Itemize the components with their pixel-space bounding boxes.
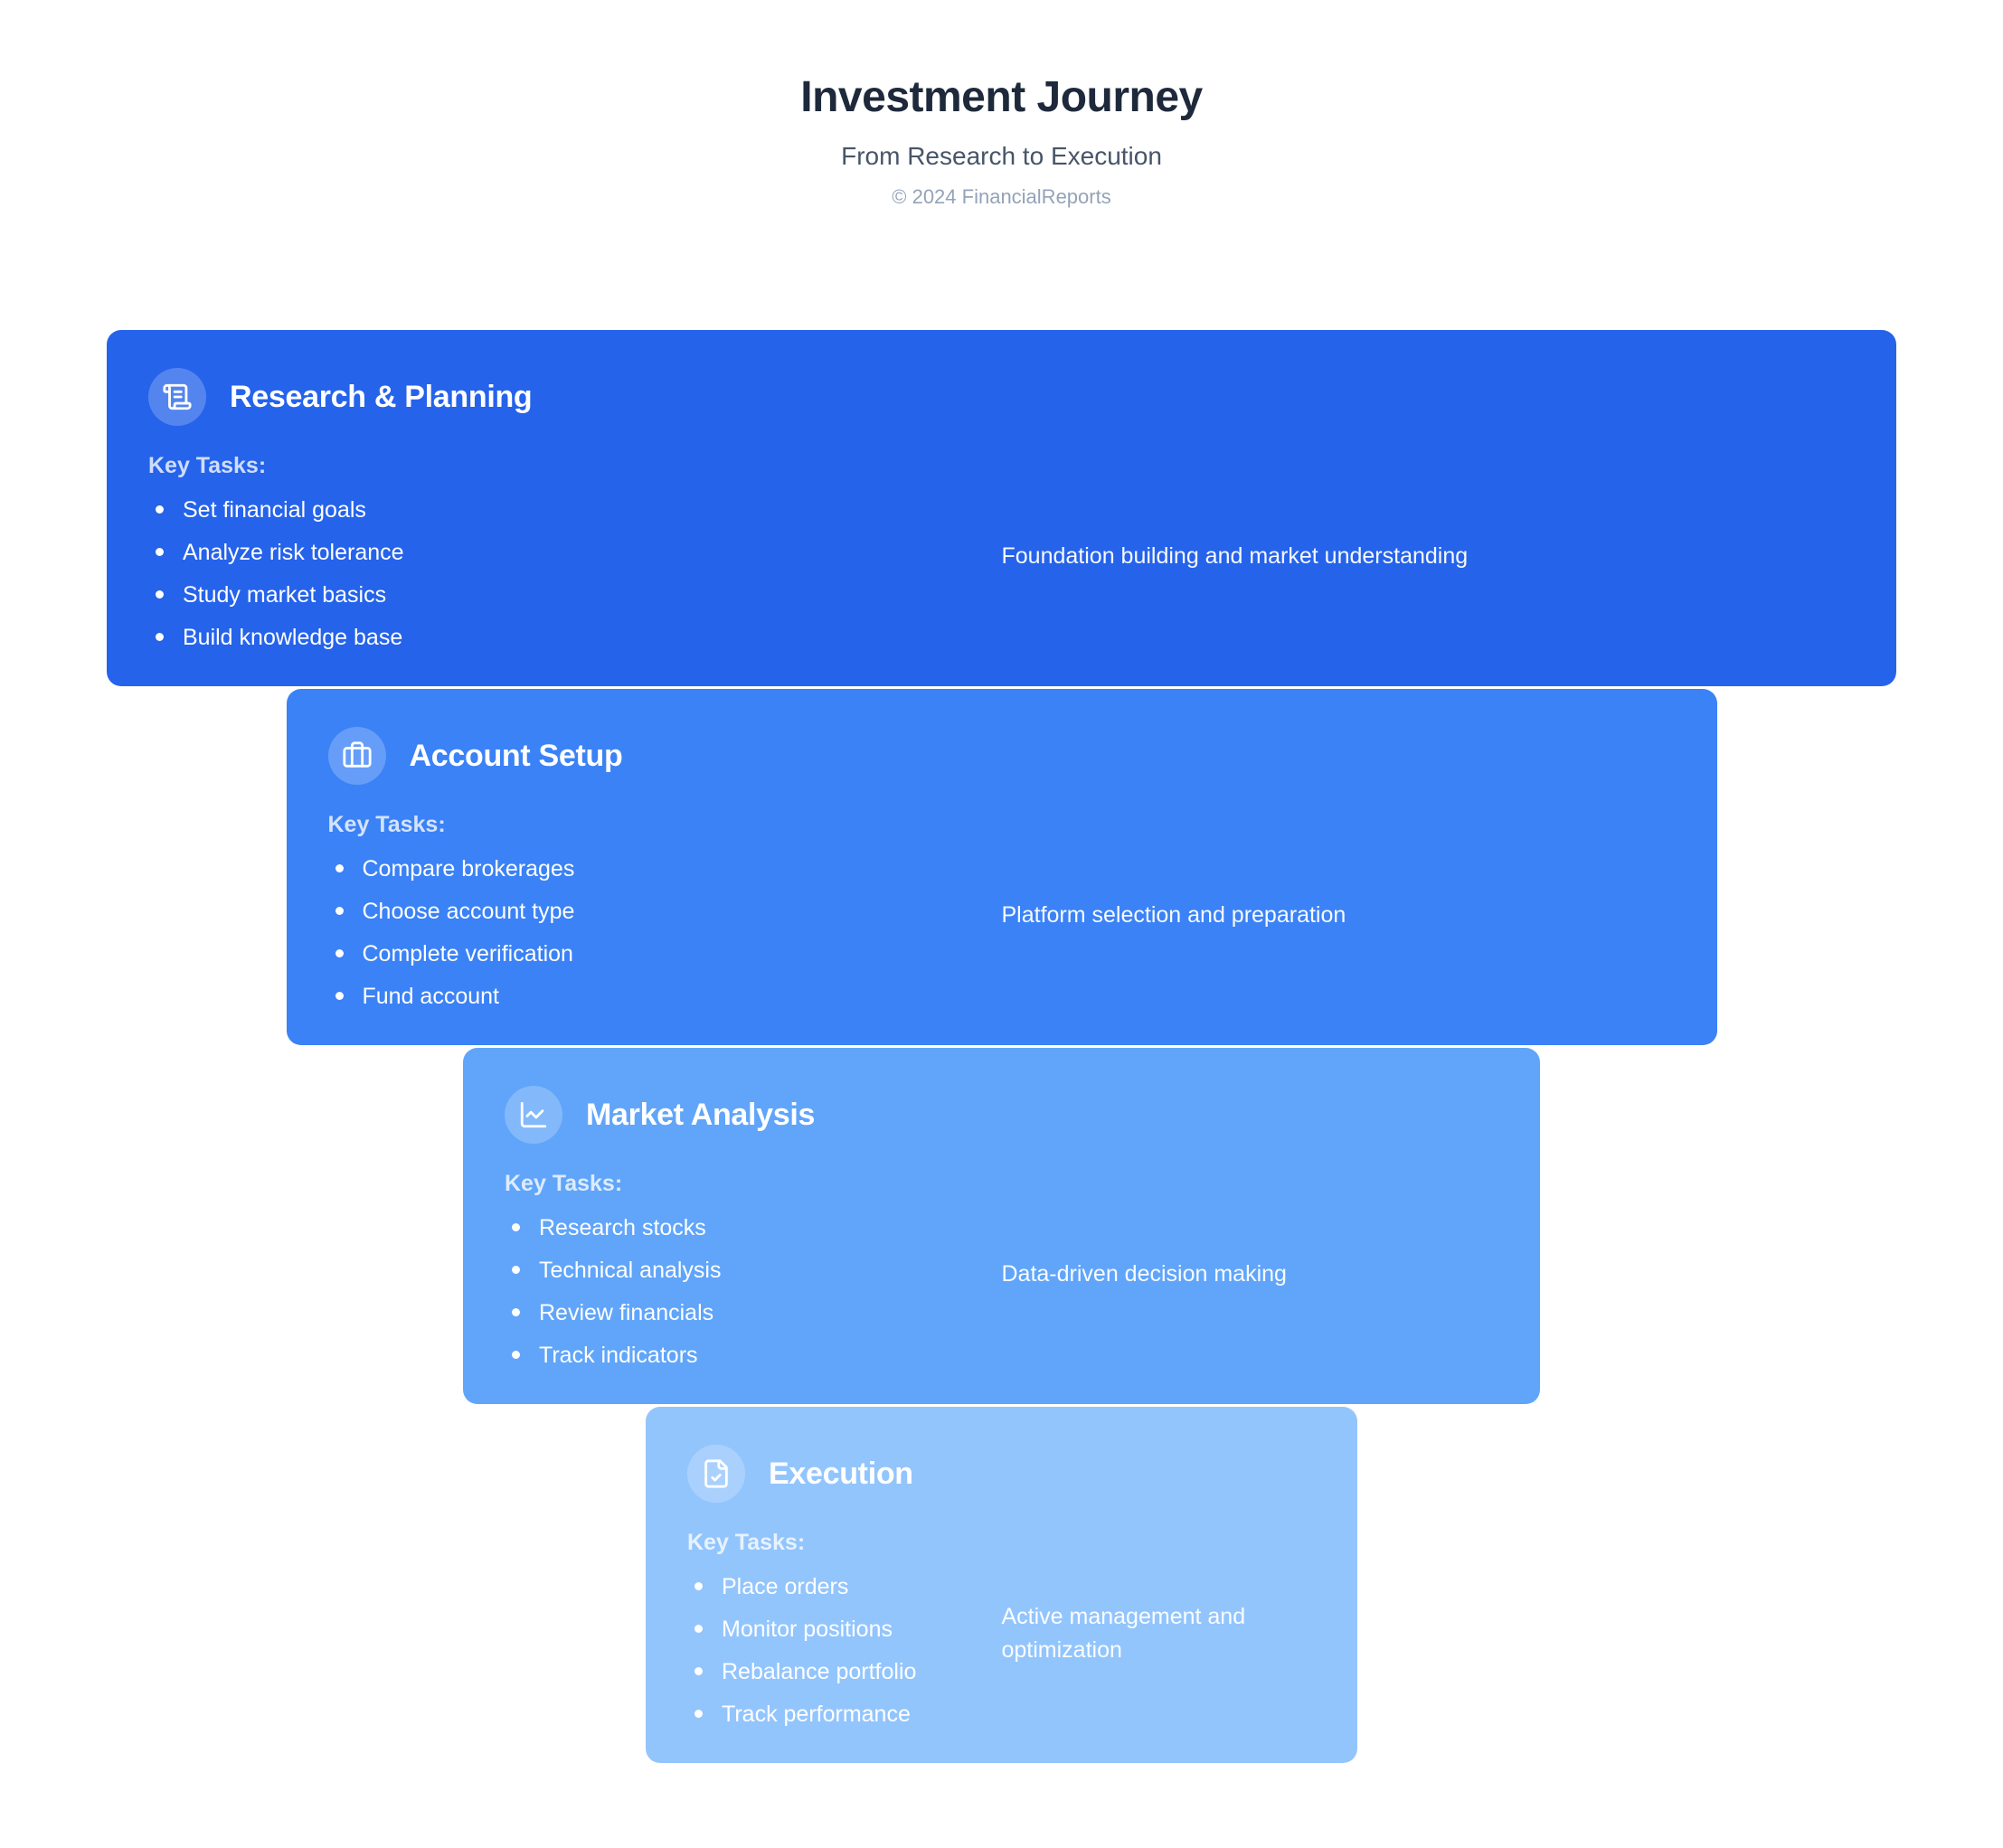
briefcase-icon <box>342 741 372 768</box>
stage-title: Account Setup <box>409 738 623 773</box>
stage-title: Research & Planning <box>230 379 533 414</box>
stage-description: Foundation building and market understan… <box>1001 543 1469 570</box>
scroll-text-icon <box>163 383 192 410</box>
funnel-diagram: Research & Planning Key Tasks: Set finan… <box>0 330 2003 1763</box>
task-item: Track indicators <box>505 1343 1002 1369</box>
stage-body: Key Tasks: Set financial goals Analyze r… <box>148 446 1855 667</box>
stage-title: Execution <box>769 1456 913 1491</box>
stage-description: Data-driven decision making <box>1001 1261 1287 1287</box>
funnel-stage-research-planning: Research & Planning Key Tasks: Set finan… <box>107 330 1896 686</box>
stage-icon-badge <box>687 1445 745 1503</box>
task-item: Track performance <box>687 1702 1002 1728</box>
stage-icon-badge <box>327 727 386 785</box>
page-subtitle: From Research to Execution <box>841 142 1162 170</box>
task-item: Analyze risk tolerance <box>148 540 1002 566</box>
stage-body: Key Tasks: Compare brokerages Choose acc… <box>328 805 1676 1026</box>
funnel-stage-market-analysis: Market Analysis Key Tasks: Research stoc… <box>463 1048 1540 1404</box>
task-item: Fund account <box>328 984 1002 1010</box>
task-item: Choose account type <box>328 899 1002 925</box>
page-title: Investment Journey <box>800 73 1203 121</box>
task-item: Technical analysis <box>505 1258 1002 1284</box>
description-column: Data-driven decision making <box>1002 1164 1499 1385</box>
copyright-text: © 2024 FinancialReports <box>892 185 1111 208</box>
task-item: Research stocks <box>505 1215 1002 1241</box>
tasks-column: Key Tasks: Compare brokerages Choose acc… <box>328 805 1002 1026</box>
task-item: Set financial goals <box>148 497 1002 523</box>
tasks-column: Key Tasks: Research stocks Technical ana… <box>505 1164 1002 1385</box>
tasks-column: Key Tasks: Place orders Monitor position… <box>687 1523 1002 1744</box>
stage-icon-badge <box>505 1086 562 1144</box>
stage-header: Account Setup <box>327 727 1676 785</box>
task-item: Complete verification <box>328 941 1002 967</box>
stage-body: Key Tasks: Research stocks Technical ana… <box>505 1164 1498 1385</box>
investment-journey-infographic: Investment Journey From Research to Exec… <box>0 72 2003 1763</box>
stage-body: Key Tasks: Place orders Monitor position… <box>687 1523 1316 1744</box>
key-tasks-label: Key Tasks: <box>505 1171 623 1196</box>
description-column: Platform selection and preparation <box>1002 805 1676 1026</box>
stage-icon-badge <box>148 368 206 426</box>
stage-header: Research & Planning <box>148 368 1855 426</box>
task-list: Compare brokerages Choose account type C… <box>328 856 1002 1010</box>
file-check-icon <box>704 1459 728 1488</box>
stage-header: Market Analysis <box>505 1086 1498 1144</box>
chart-line-icon <box>520 1101 547 1128</box>
stage-description: Active management and optimization <box>1001 1604 1246 1663</box>
task-list: Research stocks Technical analysis Revie… <box>505 1215 1002 1369</box>
description-column: Active management and optimization <box>1002 1523 1317 1744</box>
stage-header: Execution <box>687 1445 1316 1503</box>
stage-title: Market Analysis <box>586 1097 816 1132</box>
task-list: Set financial goals Analyze risk toleran… <box>148 497 1002 651</box>
header: Investment Journey From Research to Exec… <box>0 72 2003 209</box>
key-tasks-label: Key Tasks: <box>687 1530 806 1555</box>
funnel-stage-execution: Execution Key Tasks: Place orders Monito… <box>646 1407 1357 1763</box>
stage-description: Platform selection and preparation <box>1001 902 1346 929</box>
key-tasks-label: Key Tasks: <box>148 453 267 478</box>
task-item: Build knowledge base <box>148 625 1002 651</box>
task-item: Monitor positions <box>687 1617 1002 1643</box>
tasks-column: Key Tasks: Set financial goals Analyze r… <box>148 446 1002 667</box>
task-item: Study market basics <box>148 582 1002 608</box>
task-item: Place orders <box>687 1574 1002 1600</box>
task-item: Compare brokerages <box>328 856 1002 882</box>
key-tasks-label: Key Tasks: <box>327 812 446 837</box>
task-list: Place orders Monitor positions Rebalance… <box>687 1574 1002 1728</box>
description-column: Foundation building and market understan… <box>1002 446 1856 667</box>
funnel-stage-account-setup: Account Setup Key Tasks: Compare brokera… <box>286 689 1717 1045</box>
task-item: Review financials <box>505 1300 1002 1326</box>
task-item: Rebalance portfolio <box>687 1659 1002 1685</box>
